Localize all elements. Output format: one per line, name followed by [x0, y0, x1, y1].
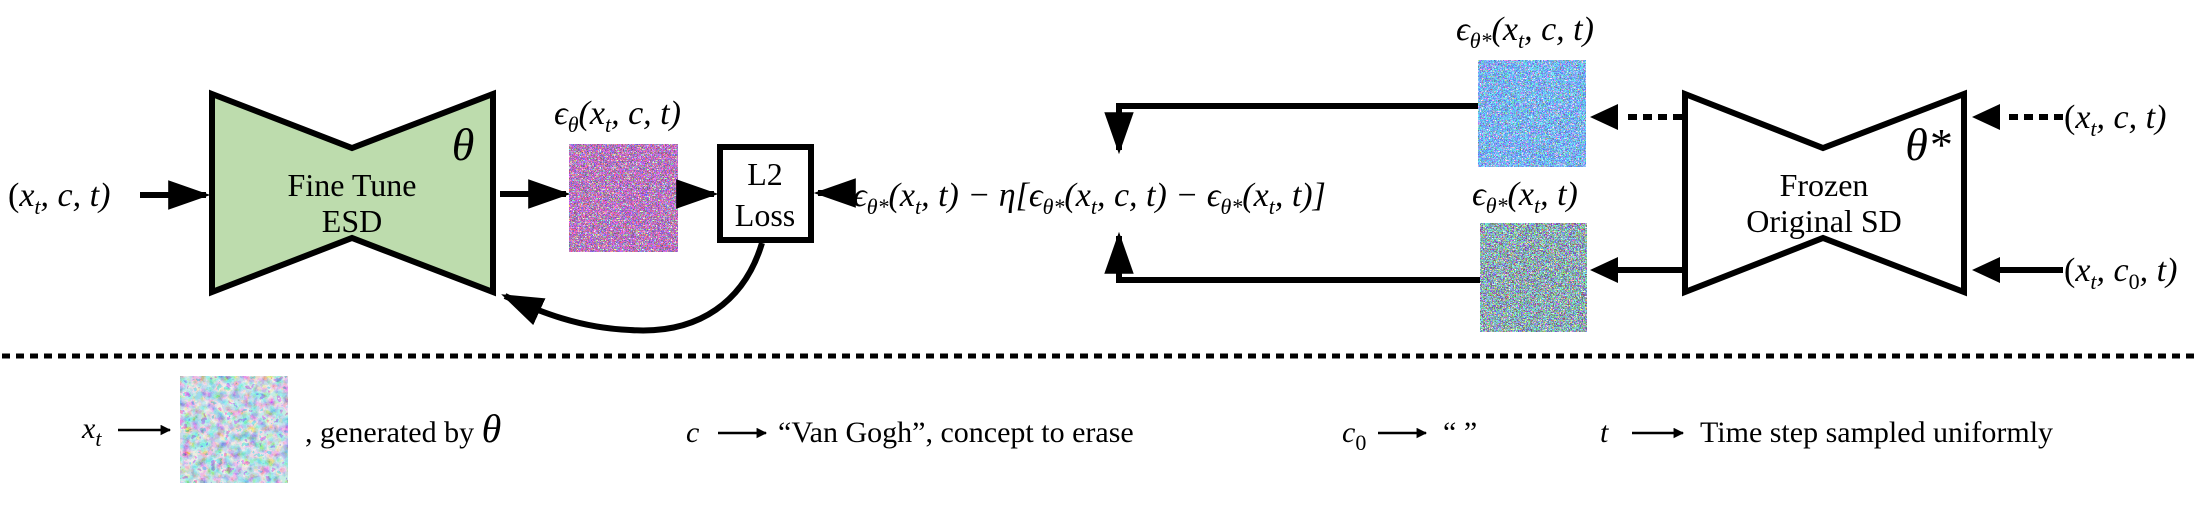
legend-c0-symbol: c0 [1342, 416, 1366, 455]
frozen-original-sd-model: Frozen Original SD θ* [1682, 89, 1967, 297]
target-formula: ϵθ*(xt, t) − η[ϵθ*(xt, c, t) − ϵθ*(xt, t… [853, 177, 1326, 219]
noise-image-icon [1478, 60, 1586, 167]
frozen-uncond-noise-label: ϵθ*(xt, t) [1472, 176, 1578, 218]
finetune-input-label: (xt, c, t) [8, 177, 110, 219]
loss-label-line2: Loss [735, 197, 795, 233]
finetune-label-line1: Fine Tune [288, 167, 417, 203]
frozen-cond-noise-label: ϵθ*(xt, c, t) [1456, 11, 1594, 53]
finetune-esd-model: Fine Tune ESD θ [209, 89, 496, 297]
noise-image-icon [569, 144, 678, 252]
frozen-label-line1: Frozen [1780, 167, 1869, 203]
loss-label-line1: L2 [747, 156, 783, 192]
finetune-param-symbol: θ [452, 119, 475, 170]
gradient-feedback-arrow [501, 242, 765, 334]
finetune-noise-label: ϵθ(xt, c, t) [554, 95, 681, 137]
conditional-noise-path [1104, 103, 1478, 155]
generated-image-icon [180, 376, 288, 483]
legend: xt , generated by θ c “Van Gogh”, concep… [81, 376, 2053, 483]
frozen-cond-input-label: (xt, c, t) [2064, 99, 2166, 141]
legend-c0-description: “ ” [1443, 416, 1477, 449]
legend-xt-symbol: xt [81, 412, 102, 451]
legend-item-t: t Time step sampled uniformly [1600, 416, 2053, 449]
legend-t-symbol: t [1600, 416, 1609, 449]
frozen-uncond-input-label: (xt, c0, t) [2064, 252, 2177, 294]
noise-image-icon [1480, 223, 1587, 332]
finetune-label-line2: ESD [322, 203, 382, 239]
arrowhead-icon [1590, 104, 1618, 130]
finetune-model-shape [209, 89, 496, 297]
legend-t-description: Time step sampled uniformly [1700, 416, 2053, 449]
legend-item-c0: c0 “ ” [1342, 416, 1477, 455]
legend-c-description: “Van Gogh”, concept to erase [778, 416, 1134, 449]
arrowhead-icon [1590, 257, 1618, 283]
arrowhead-icon [1972, 104, 2000, 130]
frozen-model-shape [1682, 89, 1967, 297]
arrowhead-icon [1972, 257, 2000, 283]
legend-item-xt: xt , generated by θ [81, 376, 501, 483]
frozen-param-symbol: θ* [1905, 119, 1951, 170]
unconditional-noise-path [1104, 231, 1480, 283]
frozen-label-line2: Original SD [1746, 203, 1902, 239]
l2-loss-box: L2 Loss [717, 144, 814, 243]
legend-c-symbol: c [686, 416, 699, 449]
legend-xt-description: , generated by θ [305, 406, 501, 451]
legend-item-c: c “Van Gogh”, concept to erase [686, 416, 1134, 449]
